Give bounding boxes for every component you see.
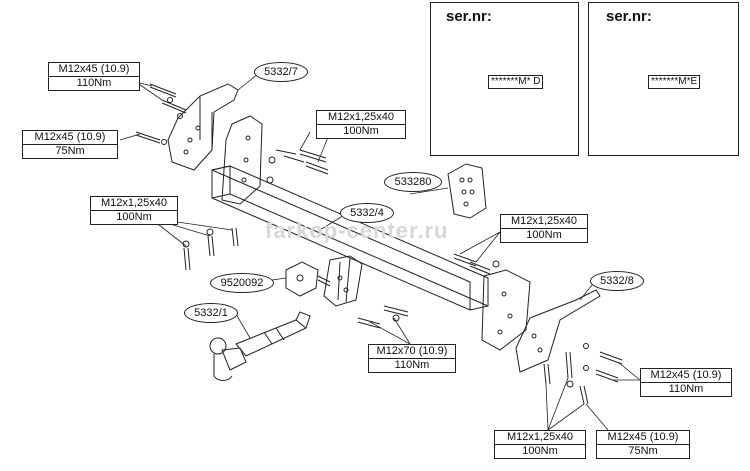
bolt-spec-top-center: M12x1,25x40 100Nm bbox=[316, 110, 406, 139]
bolts-top-center bbox=[266, 149, 329, 184]
tow-ball-drawing bbox=[209, 311, 311, 381]
bolt-spec-top-left-b: M12x45 (10.9) 75Nm bbox=[22, 130, 118, 159]
bolt-size: M12x1,25x40 bbox=[91, 197, 177, 211]
part-label-socket-bracket: 9520092 bbox=[210, 273, 274, 293]
bolt-spec-mid-left: M12x1,25x40 100Nm bbox=[90, 196, 178, 225]
bolt-size: M12x70 (10.9) bbox=[369, 345, 455, 359]
bolt-torque: 75Nm bbox=[628, 445, 658, 457]
bolt-spec-bottom-center: M12x1,25x40 100Nm bbox=[494, 430, 586, 459]
bolt-torque: 110Nm bbox=[668, 383, 704, 395]
plate-drawing bbox=[447, 163, 487, 219]
serial-code-right: *******M*E bbox=[648, 75, 701, 89]
bolt-torque: 110Nm bbox=[76, 77, 112, 89]
serial-code-left: *******M* D bbox=[488, 75, 544, 89]
bolt-size: M12x45 (10.9) bbox=[23, 131, 117, 145]
bolts-right bbox=[453, 253, 623, 405]
bolt-torque: 110Nm bbox=[394, 359, 430, 371]
bolt-torque: 100Nm bbox=[526, 229, 562, 241]
serial-title-right: ser.nr: bbox=[606, 8, 652, 25]
bolts-left-lower bbox=[182, 227, 239, 271]
bolt-torque: 100Nm bbox=[343, 125, 379, 137]
bolt-spec-top-left-a: M12x45 (10.9) 110Nm bbox=[48, 62, 140, 91]
bolt-size: M12x45 (10.9) bbox=[597, 431, 689, 445]
bolt-spec-right-a: M12x45 (10.9) 110Nm bbox=[640, 368, 732, 397]
socket-bracket-drawing bbox=[285, 261, 331, 297]
part-label-bracket-left: 5332/7 bbox=[254, 62, 308, 82]
bolt-size: M12x1,25x40 bbox=[317, 111, 405, 125]
part-label-plate: 533280 bbox=[384, 172, 442, 192]
bolt-spec-center-bottom: M12x70 (10.9) 110Nm bbox=[368, 344, 456, 373]
bolts-center bbox=[357, 305, 409, 329]
bolt-size: M12x45 (10.9) bbox=[49, 63, 139, 77]
bolt-size: M12x1,25x40 bbox=[501, 215, 587, 229]
bolt-spec-mid-right: M12x1,25x40 100Nm bbox=[500, 214, 588, 243]
left-bracket-drawing bbox=[167, 83, 263, 205]
right-bracket-drawing bbox=[481, 269, 601, 373]
bolt-torque: 100Nm bbox=[522, 445, 558, 457]
part-label-bracket-right: 5332/8 bbox=[590, 271, 644, 291]
bolt-torque: 100Nm bbox=[116, 211, 152, 223]
bolt-size: M12x1,25x40 bbox=[495, 431, 585, 445]
crossbar-drawing bbox=[211, 165, 489, 311]
serial-title-left: ser.nr: bbox=[446, 8, 492, 25]
bolt-torque: 75Nm bbox=[55, 145, 85, 157]
bolt-size: M12x45 (10.9) bbox=[641, 369, 731, 383]
bolt-spec-bottom-right: M12x45 (10.9) 75Nm bbox=[596, 430, 690, 459]
part-label-tow-ball: 5332/1 bbox=[184, 303, 238, 323]
part-label-crossbar: 5332/4 bbox=[340, 203, 394, 223]
bolts-top-left bbox=[135, 83, 187, 145]
